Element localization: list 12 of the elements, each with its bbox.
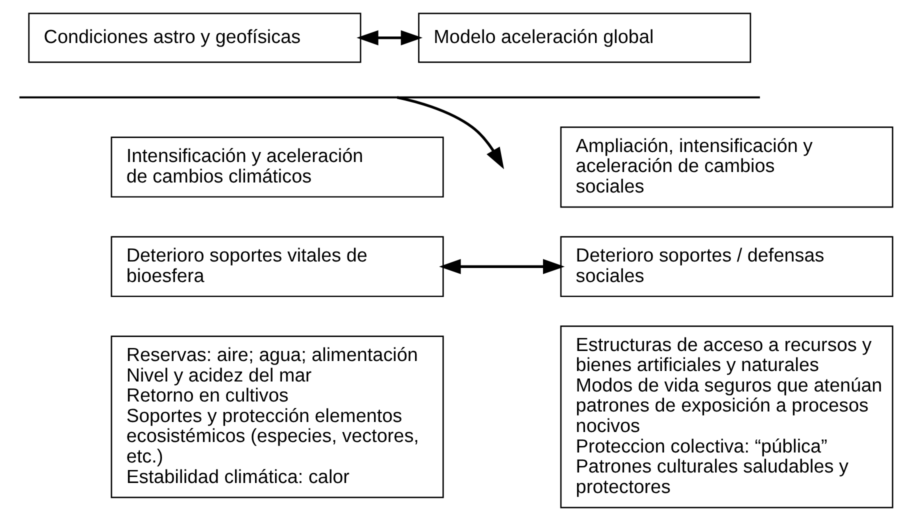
node-box: Reservas: aire; agua; alimentación Nivel y acidez del mar Retorno en cultivos Soportes y protección elementos ecosistémicos (especies, vectores, etc.) Estabilidad climática: calor [110,336,444,498]
node-box: Deterioro soportes vitales de bioesfera [110,236,444,298]
node-box: Modelo aceleración global [418,12,752,63]
node-box: Intensificación y aceleración de cambios climáticos [110,136,444,198]
node-box: Estructuras de acceso a recursos y bienes artificiales y naturales Modos de vida seguros que atenúan patrones de exposición a procesos nocivos Proteccion colectiva: “pública” Patrones culturales saludables y protectores [560,325,894,508]
node-box: Condiciones astro y geofísicas [28,12,362,63]
arrow [396,96,504,170]
arrow [439,259,565,274]
node-box: Ampliación, intensificación y aceleración de cambios sociales [560,126,894,208]
node-bar [19,96,760,98]
arrow [356,30,423,46]
node-box: Deterioro soportes / defensas sociales [560,236,894,298]
